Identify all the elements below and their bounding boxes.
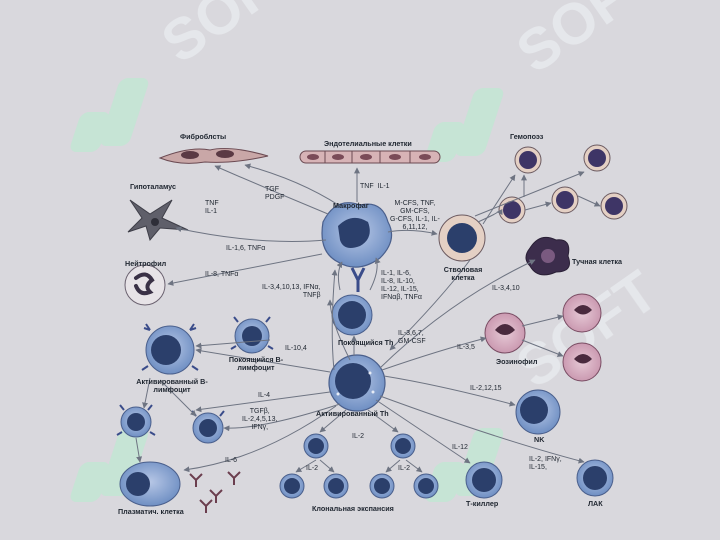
resting-th-cell [331, 294, 373, 336]
arrow-label-il104: IL-10,4 [285, 345, 307, 352]
arrow-label-th-macro: IL-1, IL-6, IL-8, IL-10, IL-12, IL-15, I… [381, 270, 422, 301]
arrow-label-mcsf: M-CFS, TNF, GM-CFS, G-CFS, IL-1, IL- 6,1… [390, 200, 440, 231]
arrow-label-il3-group: IL-3,4,10,13, IFNα, TNFβ [262, 284, 321, 299]
label-resting-b: Покоящийся В-лимфоцит [228, 355, 284, 372]
arrow-label-il6: IL-6 [225, 457, 238, 464]
label-macrophage: Макрофаг [333, 201, 369, 210]
antibodies [189, 471, 241, 513]
arrow-label-il4: IL-4 [258, 392, 271, 399]
label-hematosis: Гемопоэз [510, 132, 544, 141]
watermark-logo-3 [70, 428, 149, 502]
label-eosinophil: Эозинофил [496, 357, 538, 366]
arrows [135, 163, 601, 473]
label-lak: ЛАК [588, 499, 603, 508]
arrow-label-tgfb: TGFβ, IL-2,4,5,13, IFNγ, [242, 408, 278, 431]
clonal-expansion-cells [279, 433, 439, 499]
label-resting-th: Покоящийся Th [338, 338, 394, 347]
nk-cell [515, 389, 561, 435]
b-cell-small-2 [191, 410, 225, 444]
arrow-label-il8: IL-8, TNFα [205, 271, 239, 278]
label-t-killer: Т-киллер [466, 499, 499, 508]
svg-text:SOFT: SOFT [150, 0, 314, 76]
t-killer-cell [465, 461, 503, 499]
arrow-label-il2-clone: IL-2 [352, 433, 365, 440]
arrow-label-il2-left: IL-2 [306, 465, 319, 472]
activated-th-cell [328, 354, 386, 412]
hypothalamus-neuron [127, 199, 189, 242]
plasma-cell [119, 461, 181, 507]
label-plasma-cell: Плазматич. клетка [118, 507, 184, 516]
neutrophil-cell [124, 264, 166, 306]
arrow-label-il12: IL-12 [452, 444, 468, 451]
svg-text:SOFT: SOFT [505, 0, 669, 86]
label-activated-b: Активированный В-лимфоцит [136, 377, 208, 394]
label-stem-cell: Стволовая клетка [443, 265, 483, 282]
watermark-logo-1: SOFT [70, 0, 314, 152]
arrow-label-tgf-pdgf: TGF PDGF [265, 186, 285, 201]
eosinophil-cells [484, 293, 602, 382]
label-fibroblasts: Фиброблсты [180, 132, 227, 141]
activated-b-cell [141, 323, 199, 375]
label-hypothalamus: Гипоталамус [130, 182, 176, 191]
fibroblast-cells [158, 148, 269, 164]
label-clonal-expansion: Клональная экспансия [312, 504, 394, 513]
label-endothelial: Эндотелиальные клетки [324, 139, 412, 148]
lak-cell [576, 459, 614, 497]
arrow-label-tnf-il1-endo: TNF IL-1 [360, 183, 390, 190]
hematopoiesis-cells [498, 144, 628, 224]
arrow-label-il2-right: IL-2 [398, 465, 411, 472]
arrow-label-il2-ifny: IL-2, IFNγ, IL-15, [529, 456, 562, 471]
endothelial-cells [299, 150, 441, 164]
arrow-label-il3410: IL-3,4,10 [492, 285, 520, 292]
macrophage-cell [321, 202, 393, 268]
label-neutrophil: Нейтрофил [125, 259, 167, 268]
label-nk: NK [534, 435, 545, 444]
label-mast-cell: Тучная клетка [572, 257, 622, 266]
arrow-label-il367: IL-3,6,7, GM-CSF [398, 330, 426, 345]
label-activated-th: Активированный Th [316, 409, 389, 418]
b-cell-small-1 [116, 404, 156, 438]
stem-cell [438, 214, 486, 262]
arrow-label-tnf-il1: TNF IL-1 [205, 200, 219, 215]
receptor-link [350, 267, 366, 292]
arrow-label-il21215: IL-2,12,15 [470, 385, 502, 392]
arrow-label-il35: IL-3,5 [457, 344, 475, 351]
watermark-logo-2: SOFT [425, 0, 669, 162]
arrow-label-il16: IL-1,6, TNFα [226, 245, 266, 252]
mast-cell [525, 236, 570, 276]
resting-b-cell [230, 316, 274, 354]
